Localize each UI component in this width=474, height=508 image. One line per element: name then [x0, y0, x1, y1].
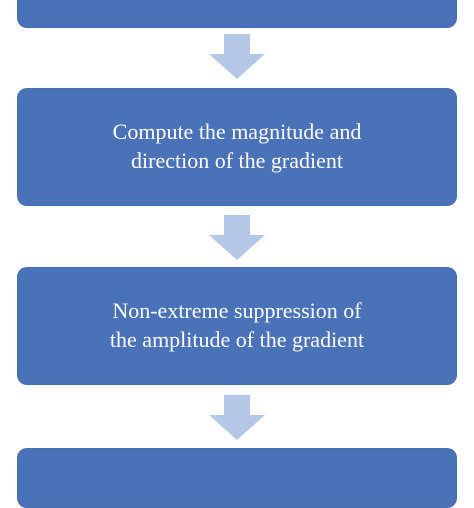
down-arrow-shape	[209, 34, 265, 79]
flow-step-line-1: Non-extreme suppression of	[112, 298, 362, 324]
flow-step-line-1: Compute the magnitude and	[112, 119, 362, 145]
flow-step-previous	[17, 0, 457, 28]
flow-step-line-2: direction of the gradient	[131, 148, 343, 173]
down-arrow-icon	[209, 395, 265, 440]
down-arrow-shape	[209, 395, 265, 440]
flow-step-compute-gradient: Compute the magnitude and direction of t…	[17, 88, 457, 206]
flow-step-line-2: the amplitude of the gradient	[109, 327, 365, 352]
flow-step-text: Compute the magnitude and direction of t…	[113, 118, 362, 175]
down-arrow-icon	[209, 34, 265, 79]
flow-step-text: Non-extreme suppression of the amplitude…	[110, 297, 364, 354]
down-arrow-shape	[209, 215, 265, 260]
flow-step-next	[17, 448, 457, 508]
flow-step-non-extreme-suppression: Non-extreme suppression of the amplitude…	[17, 267, 457, 385]
down-arrow-icon	[209, 215, 265, 260]
